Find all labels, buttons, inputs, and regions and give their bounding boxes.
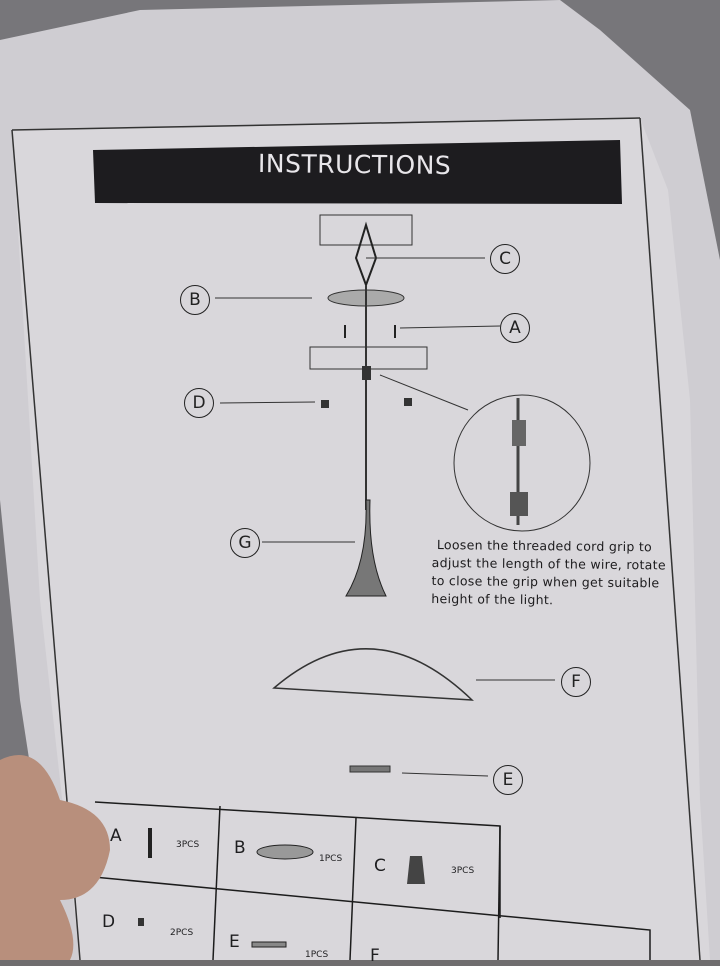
note-line: height of the light. (431, 590, 554, 608)
hand (0, 755, 110, 960)
part-e-qty: 1PCS (305, 950, 329, 960)
parts-table (82, 801, 651, 960)
callout-d: D (184, 388, 214, 418)
callout-f: F (561, 667, 591, 697)
part-e-letter: E (229, 932, 240, 952)
title-banner (93, 140, 622, 204)
part-b-letter: B (234, 838, 246, 858)
part-b-qty: 1PCS (319, 854, 343, 864)
callout-a: A (500, 313, 530, 343)
callout-g: G (230, 528, 260, 558)
part-c-qty: 3PCS (451, 866, 475, 876)
part-d-qty: 2PCS (170, 928, 194, 938)
callout-e: E (493, 765, 523, 795)
part-a-letter: A (110, 826, 122, 846)
cord-grip-note: Loosen the threaded cord grip to adjust … (431, 536, 666, 610)
callout-b: B (180, 285, 210, 315)
part-c-letter: C (374, 856, 386, 876)
part-a-qty: 3PCS (176, 840, 200, 850)
page-title: INSTRUCTIONS (257, 148, 452, 181)
part-f-letter: F (370, 946, 380, 966)
callout-c: C (490, 244, 520, 274)
part-d-letter: D (102, 912, 116, 932)
